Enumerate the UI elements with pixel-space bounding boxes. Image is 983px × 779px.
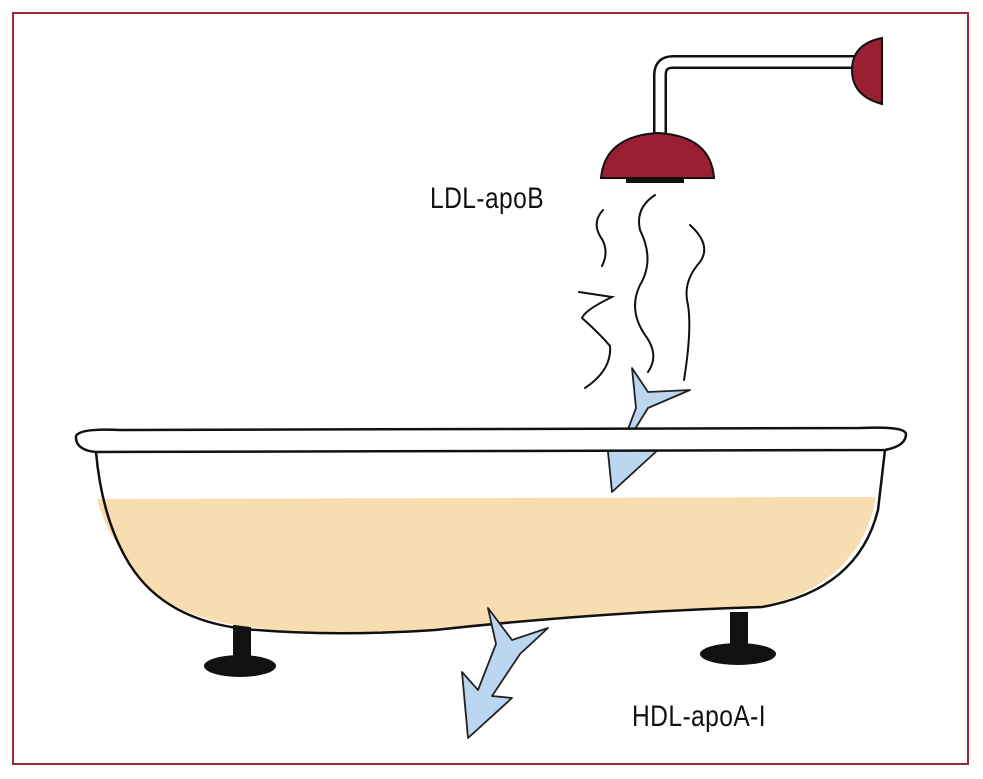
- wall-mount-icon: [852, 38, 882, 104]
- ldl-label: LDL-apoB: [430, 182, 544, 216]
- hdl-label: HDL-apoA-I: [632, 700, 766, 734]
- water-stream-lines: [579, 195, 704, 388]
- shower-pipe: [660, 62, 858, 135]
- shower-head-icon: [601, 133, 714, 183]
- bathtub-icon: [76, 428, 906, 635]
- outflow-arrow-icon: [462, 608, 548, 738]
